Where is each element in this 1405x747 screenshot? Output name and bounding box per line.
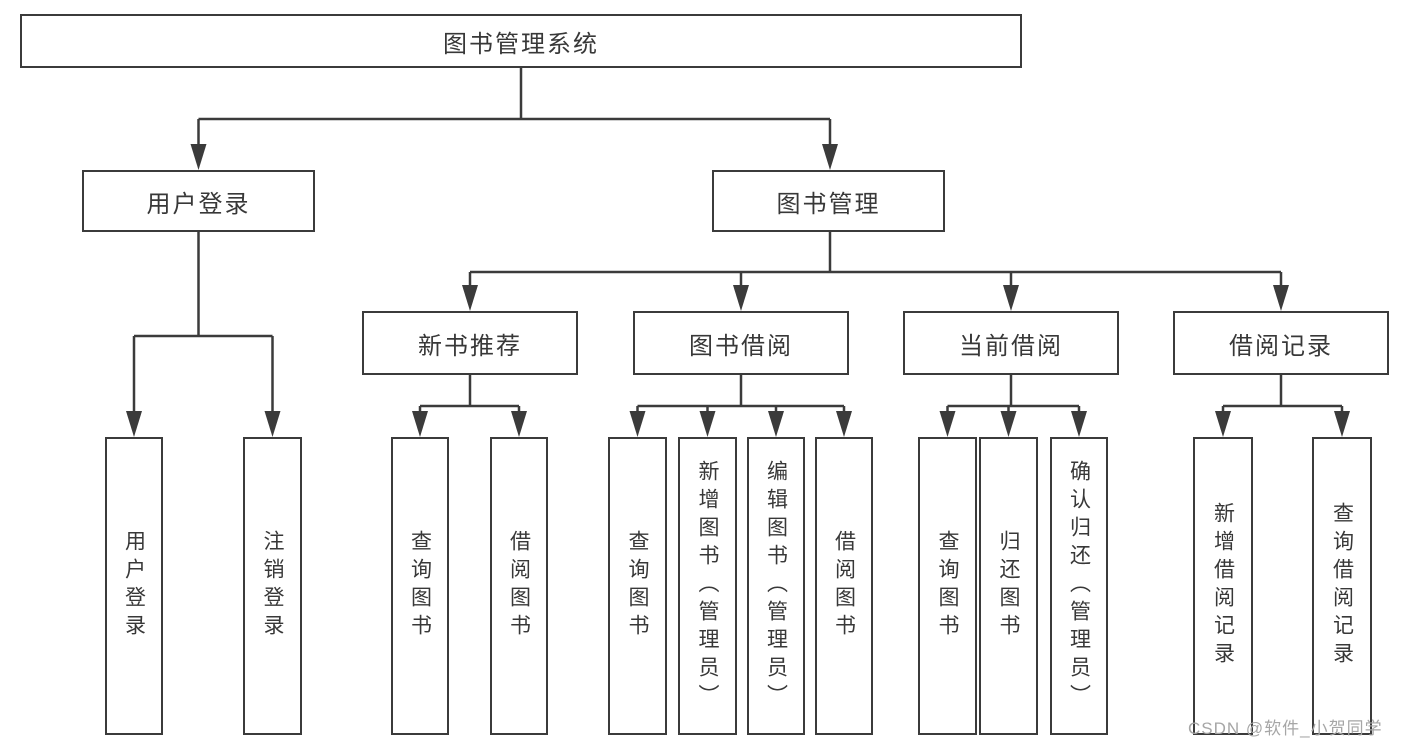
leaf-edit-books-admin: 编辑图书（管理员） <box>747 437 805 735</box>
node-book-management: 图书管理 <box>712 170 945 232</box>
leaf-borrow-books: 借阅图书 <box>815 437 873 735</box>
node-current-borrowing: 当前借阅 <box>903 311 1119 375</box>
leaf-add-books-admin: 新增图书（管理员） <box>678 437 737 735</box>
node-library-system: 图书管理系统 <box>20 14 1022 68</box>
leaf-add-borrow-record: 新增借阅记录 <box>1193 437 1253 735</box>
leaf-user-login: 用户登录 <box>105 437 163 735</box>
leaf-query-books-current: 查询图书 <box>918 437 977 735</box>
leaf-query-books-borrow: 查询图书 <box>608 437 667 735</box>
node-user-login: 用户登录 <box>82 170 315 232</box>
node-borrowing-records: 借阅记录 <box>1173 311 1389 375</box>
node-new-book-recommendation: 新书推荐 <box>362 311 578 375</box>
leaf-return-books: 归还图书 <box>979 437 1038 735</box>
leaf-borrow-books-recommend: 借阅图书 <box>490 437 548 735</box>
watermark: CSDN @软件_小贺同学 <box>1188 719 1383 738</box>
leaf-logout: 注销登录 <box>243 437 302 735</box>
leaf-query-books-recommend: 查询图书 <box>391 437 449 735</box>
leaf-confirm-return-admin: 确认归还（管理员） <box>1050 437 1108 735</box>
node-book-borrowing: 图书借阅 <box>633 311 849 375</box>
leaf-query-borrow-record: 查询借阅记录 <box>1312 437 1372 735</box>
